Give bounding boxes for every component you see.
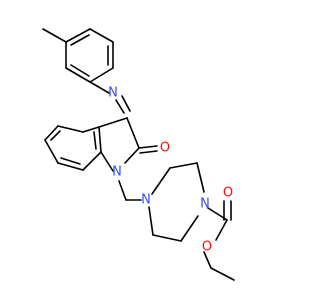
bond-imine-double-b [121, 95, 131, 112]
bond-tolyl-1 [65, 28, 91, 43]
bond-ethyl [210, 267, 235, 281]
bond-pip-6 [148, 206, 154, 236]
bond-tolyl-inner-1 [70, 34, 90, 46]
bond-pip-5 [152, 234, 182, 242]
bond-lactam-co-b [139, 150, 158, 154]
bond-aryl-imine [89, 81, 110, 94]
bond-n1-ch2 [118, 180, 127, 201]
bond-pip-2 [169, 162, 198, 169]
atom-imine-n: N [108, 86, 118, 101]
molecule-structure: N N N N O O O [42, 28, 235, 281]
tolyl-ring [65, 28, 114, 83]
bond-tolyl-inner-3 [70, 64, 90, 77]
bond-c3-c2 [126, 117, 140, 149]
bond-benz-7 [57, 125, 84, 133]
bond-benz-inner-3 [50, 130, 61, 141]
bond-c2-n1 [124, 147, 140, 164]
bond-benz-3 [82, 151, 102, 171]
bond-imine-double-a [115, 99, 125, 114]
bond-tolyl-2 [89, 28, 114, 43]
bond-methyl [42, 28, 67, 43]
atom-labels: N N N N O O O [108, 86, 233, 255]
atom-lactam-o: O [160, 141, 170, 156]
bond-tolyl-4 [89, 67, 114, 83]
atom-carbamate-o-ester: O [202, 240, 212, 255]
bond-oester-ch2 [203, 251, 212, 269]
bond-carbonyl-oester [215, 219, 228, 241]
bond-pip-1 [151, 167, 171, 195]
bond-n1-c7a [100, 151, 114, 172]
indolinone-five-ring [98, 117, 140, 172]
bond-benz-6 [44, 125, 59, 141]
bond-benz-inner-2 [60, 157, 81, 165]
bond-pip-4 [180, 215, 199, 242]
bond-benz-5 [44, 139, 59, 164]
bond-c3a-c3 [98, 117, 128, 128]
bond-tolyl-5 [65, 67, 91, 83]
atom-piperazine-n4: N [200, 197, 210, 212]
bond-benz-inner-1 [93, 131, 97, 150]
piperazine-ring [148, 162, 205, 242]
indoline-benzene-ring [44, 125, 102, 171]
bond-benz-4 [57, 162, 84, 171]
atom-piperazine-n1: N [141, 193, 151, 208]
bond-benz-2 [98, 126, 102, 153]
atom-indole-n: N [112, 165, 122, 180]
atom-carbamate-o-double: O [223, 186, 233, 201]
bond-pip-3 [196, 162, 205, 193]
bond-lactam-co-a [138, 145, 158, 149]
bond-benz-1 [82, 126, 100, 133]
